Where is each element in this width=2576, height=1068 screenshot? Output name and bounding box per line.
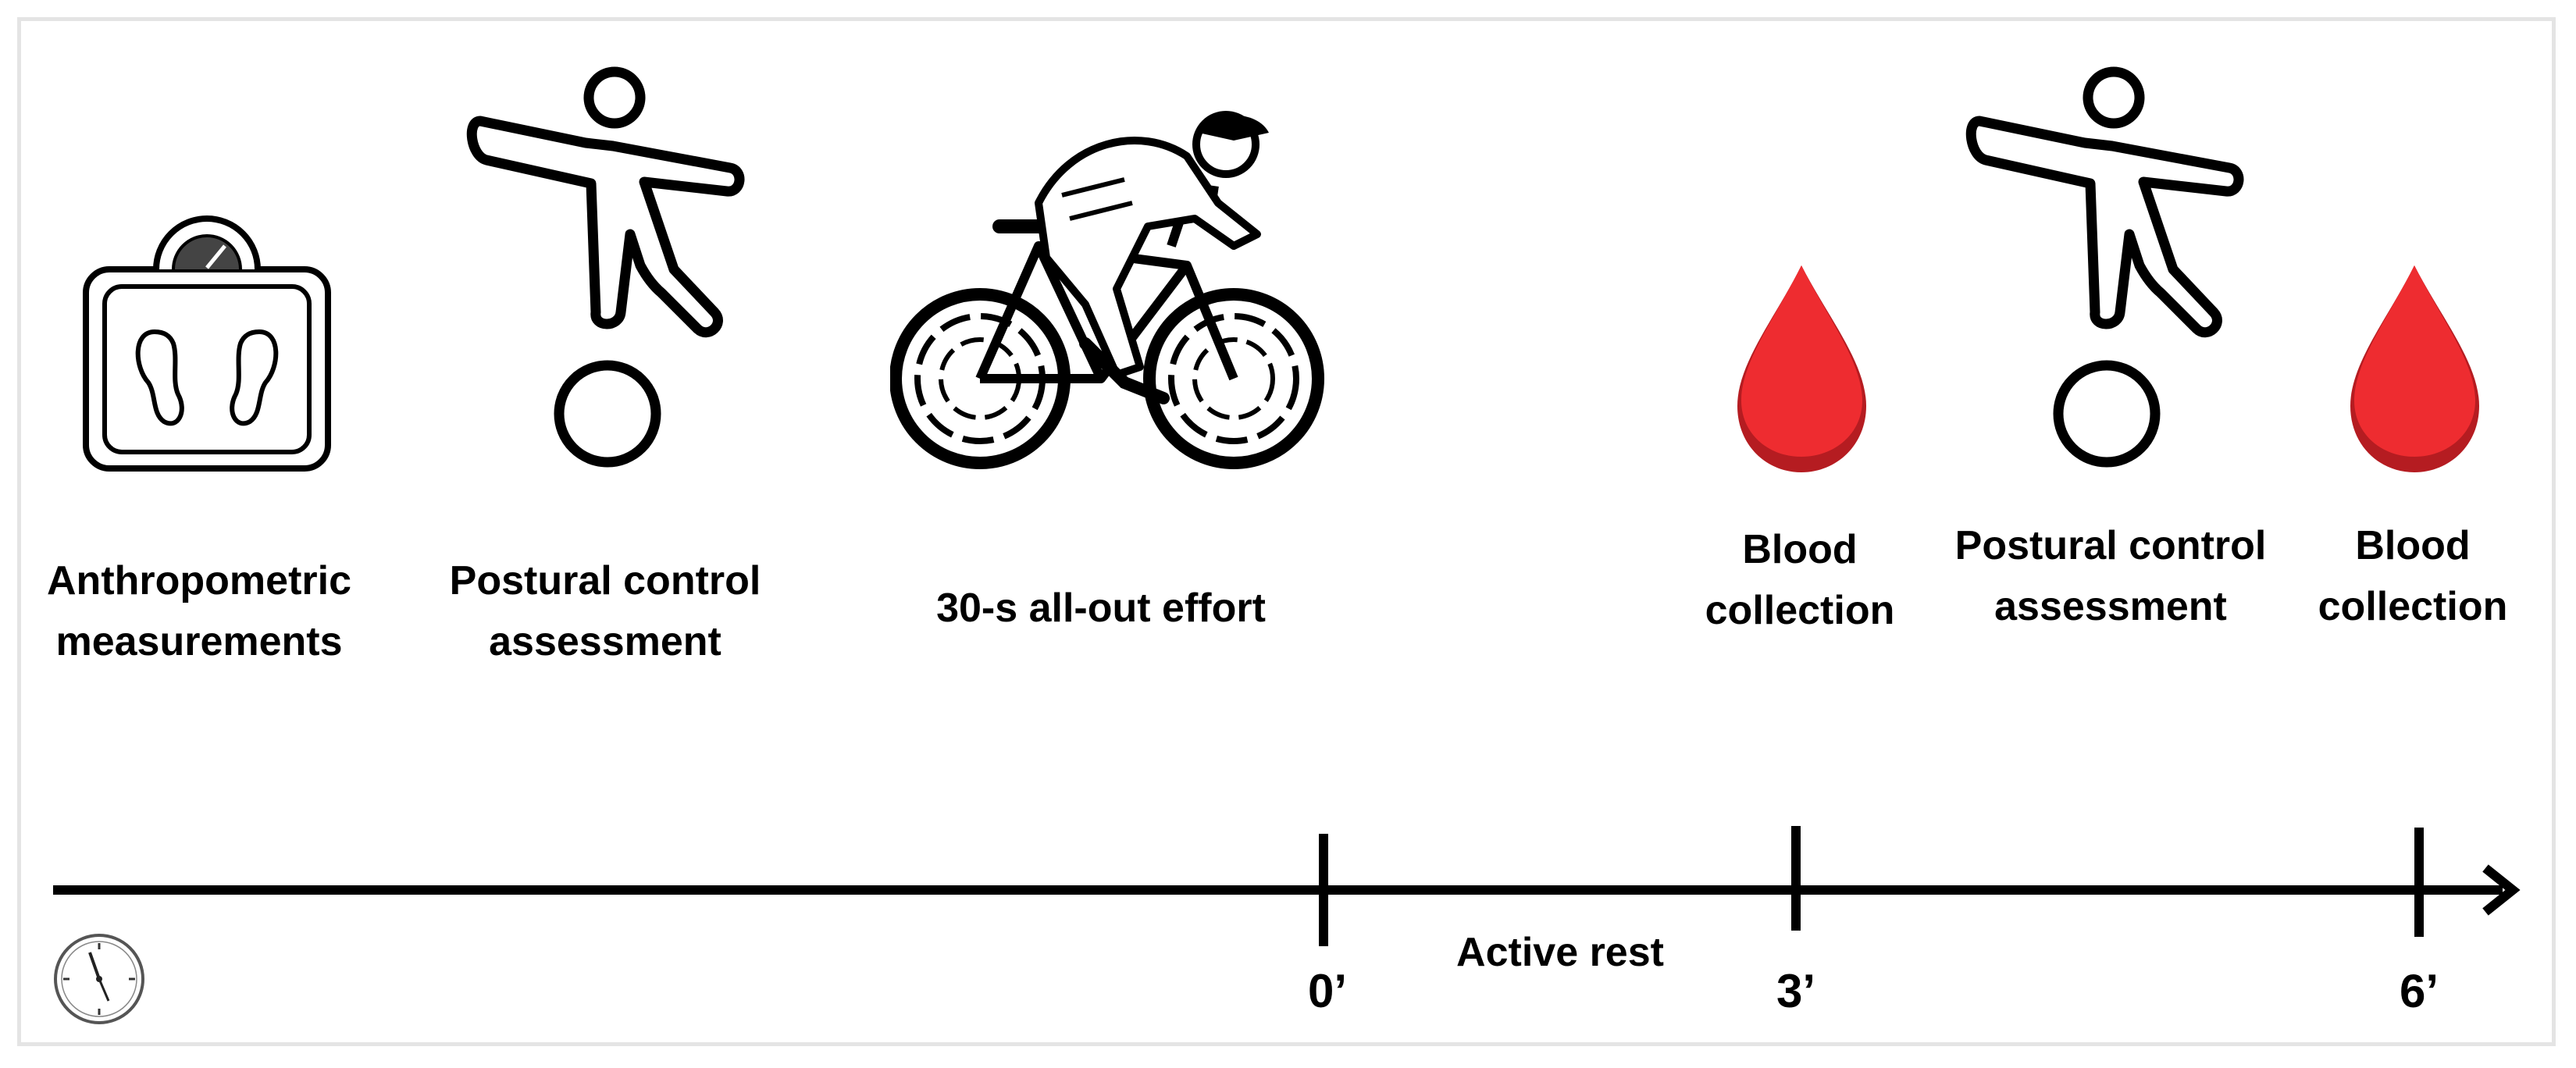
- step-label-postural-2: Postural control assessment: [1955, 515, 2267, 637]
- step-label-line: collection: [1705, 588, 1895, 633]
- step-label-blood-1: Blood collection: [1705, 519, 1895, 641]
- step-label-anthropometric: Anthropometric measurements: [47, 550, 351, 672]
- step-label-line: collection: [2318, 584, 2508, 629]
- step-label-postural-1: Postural control assessment: [450, 550, 761, 672]
- step-label-line: 30-s all-out effort: [936, 586, 1266, 631]
- step-label-blood-2: Blood collection: [2318, 515, 2508, 637]
- tick-label-6: 6’: [2399, 965, 2439, 1017]
- tick-label-0: 0’: [1307, 965, 1348, 1017]
- balance-figure-icon: [1965, 66, 2244, 468]
- scale-icon: [83, 215, 331, 472]
- step-label-effort: 30-s all-out effort: [936, 578, 1266, 639]
- step-label-line: assessment: [489, 619, 721, 664]
- timeline-arrowhead: [2482, 864, 2521, 916]
- balance-figure-icon: [466, 66, 745, 468]
- blood-drop-icon: [2350, 265, 2479, 472]
- tick-label-3: 3’: [1776, 965, 1816, 1017]
- step-label-line: measurements: [55, 619, 343, 664]
- step-label-line: Postural control: [449, 558, 761, 603]
- step-label-line: Blood: [1742, 527, 1858, 572]
- step-label-line: Postural control: [1954, 523, 2267, 568]
- step-label-line: Anthropometric: [47, 558, 351, 603]
- blood-drop-icon: [1737, 265, 1866, 472]
- clock-icon: [54, 934, 144, 1024]
- diagram-frame: [17, 17, 2556, 1046]
- cyclist-icon: [890, 111, 1324, 469]
- step-label-line: assessment: [1994, 584, 2227, 629]
- active-rest-label: Active rest: [1456, 930, 1664, 975]
- step-label-line: Blood: [2355, 523, 2471, 568]
